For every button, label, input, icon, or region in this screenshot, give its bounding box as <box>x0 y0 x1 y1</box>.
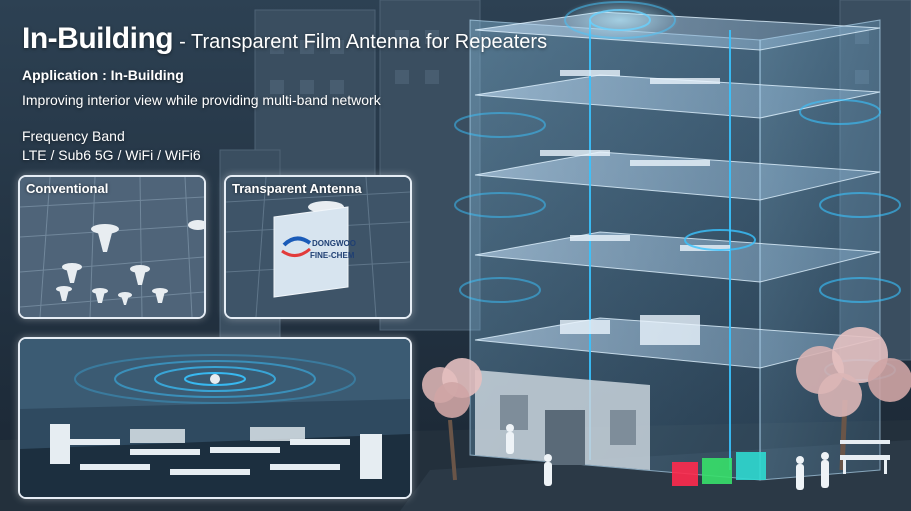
application-label: Application : In-Building <box>22 67 184 83</box>
conventional-ceiling-illustration <box>20 177 204 317</box>
application-description: Improving interior view while providing … <box>22 92 381 108</box>
people <box>506 424 829 490</box>
office-desks <box>50 424 382 479</box>
ceiling-antennas <box>56 220 204 305</box>
title-main: In-Building <box>22 22 174 55</box>
conventional-panel: Conventional <box>18 175 206 319</box>
ceiling-signal-rings <box>74 354 356 404</box>
frequency-band-values: LTE / Sub6 5G / WiFi / WiFi6 <box>22 147 201 163</box>
signal-blocks <box>672 452 766 486</box>
open-office-illustration <box>20 339 410 497</box>
trees <box>422 327 911 481</box>
sign-line-1: DONGWOO <box>312 239 356 248</box>
transparent-antenna-label: Transparent Antenna <box>232 181 362 196</box>
sign-line-2: FINE-CHEM <box>310 251 355 260</box>
conventional-label: Conventional <box>26 181 109 196</box>
title-subtitle: - Transparent Film Antenna for Repeaters <box>179 31 548 53</box>
transparent-antenna-illustration <box>226 177 410 317</box>
office-furniture <box>540 70 730 345</box>
bench <box>840 440 890 474</box>
open-office-panel <box>18 337 412 499</box>
transparent-antenna-panel: Transparent Antenna DONGWOO FINE-CHEM <box>224 175 412 319</box>
page-title: In-Building- Transparent Film Antenna fo… <box>22 22 547 56</box>
frequency-band-label: Frequency Band <box>22 128 125 144</box>
